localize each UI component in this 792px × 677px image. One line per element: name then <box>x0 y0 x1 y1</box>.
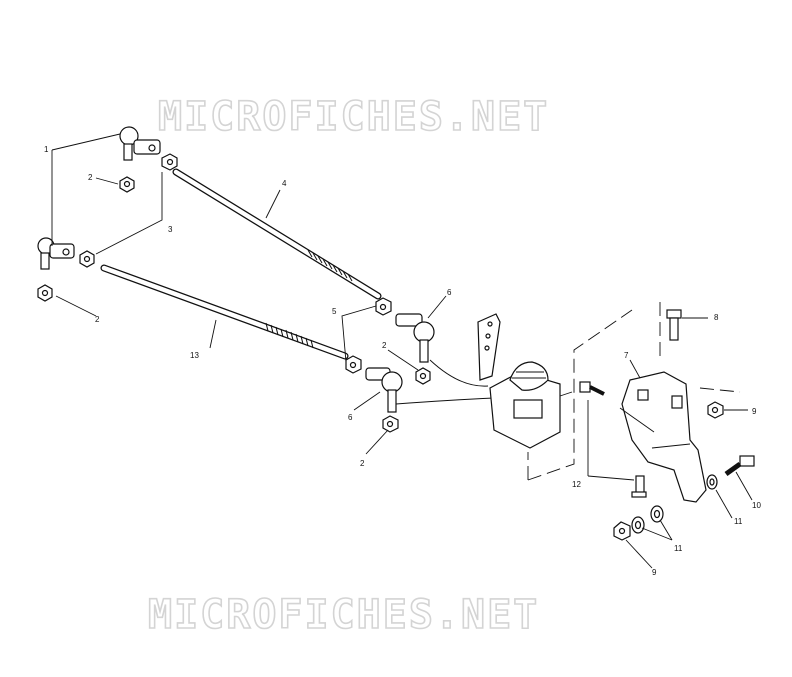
bolt-8 <box>666 309 682 341</box>
shift-assembly <box>395 313 573 449</box>
mounting-bracket <box>619 371 707 503</box>
bolt-12-upper <box>579 381 605 396</box>
washer-11-a <box>631 516 645 534</box>
callout-11: 11 <box>734 517 743 526</box>
callout-9: 9 <box>652 568 657 577</box>
callout-5: 5 <box>332 307 337 316</box>
nut-mid-3 <box>415 367 431 385</box>
ball-joint-upper <box>119 126 161 161</box>
nut-mid-2 <box>345 355 362 374</box>
tie-rod-lower <box>100 264 349 360</box>
callout-7: 7 <box>624 351 629 360</box>
callout-numbers: 1 2 3 4 2 13 5 6 2 6 2 8 7 9 12 10 11 11… <box>44 145 761 577</box>
callout-2: 2 <box>95 315 100 324</box>
nut-9-upper <box>707 401 724 419</box>
callout-6: 6 <box>348 413 353 422</box>
callout-8: 8 <box>714 313 719 322</box>
tie-rod-upper <box>172 168 382 300</box>
ball-joint-mid-lower <box>365 367 403 413</box>
nut-mid-1 <box>375 297 392 316</box>
leader-lines <box>51 133 753 569</box>
bolt-10 <box>724 455 755 477</box>
callout-2: 2 <box>382 341 387 350</box>
callout-3: 3 <box>168 225 173 234</box>
assembly-lines <box>527 300 741 481</box>
callout-12: 12 <box>572 480 581 489</box>
nut-left-4 <box>37 284 53 302</box>
nut-left-2 <box>119 176 135 193</box>
bolt-12-lower <box>631 475 647 498</box>
callout-2: 2 <box>88 173 93 182</box>
callout-1: 1 <box>44 145 49 154</box>
callout-2: 2 <box>360 459 365 468</box>
callout-11: 11 <box>674 544 683 553</box>
ball-joint-lower <box>37 237 75 270</box>
callout-6: 6 <box>447 288 452 297</box>
callout-13: 13 <box>190 351 199 360</box>
nut-left-1 <box>161 153 178 171</box>
watermark-bottom: MICROFICHES.NET <box>148 592 539 638</box>
washer-11-upper <box>706 474 718 490</box>
watermark-top: MICROFICHES.NET <box>158 94 549 140</box>
callout-10: 10 <box>752 501 761 510</box>
nut-left-3 <box>79 250 95 268</box>
washer-11-b <box>650 505 664 523</box>
nut-9-lower <box>613 521 631 541</box>
ball-joint-mid-upper <box>395 313 435 363</box>
callout-9: 9 <box>752 407 757 416</box>
callout-4: 4 <box>282 179 287 188</box>
nut-mid-4 <box>382 415 399 433</box>
